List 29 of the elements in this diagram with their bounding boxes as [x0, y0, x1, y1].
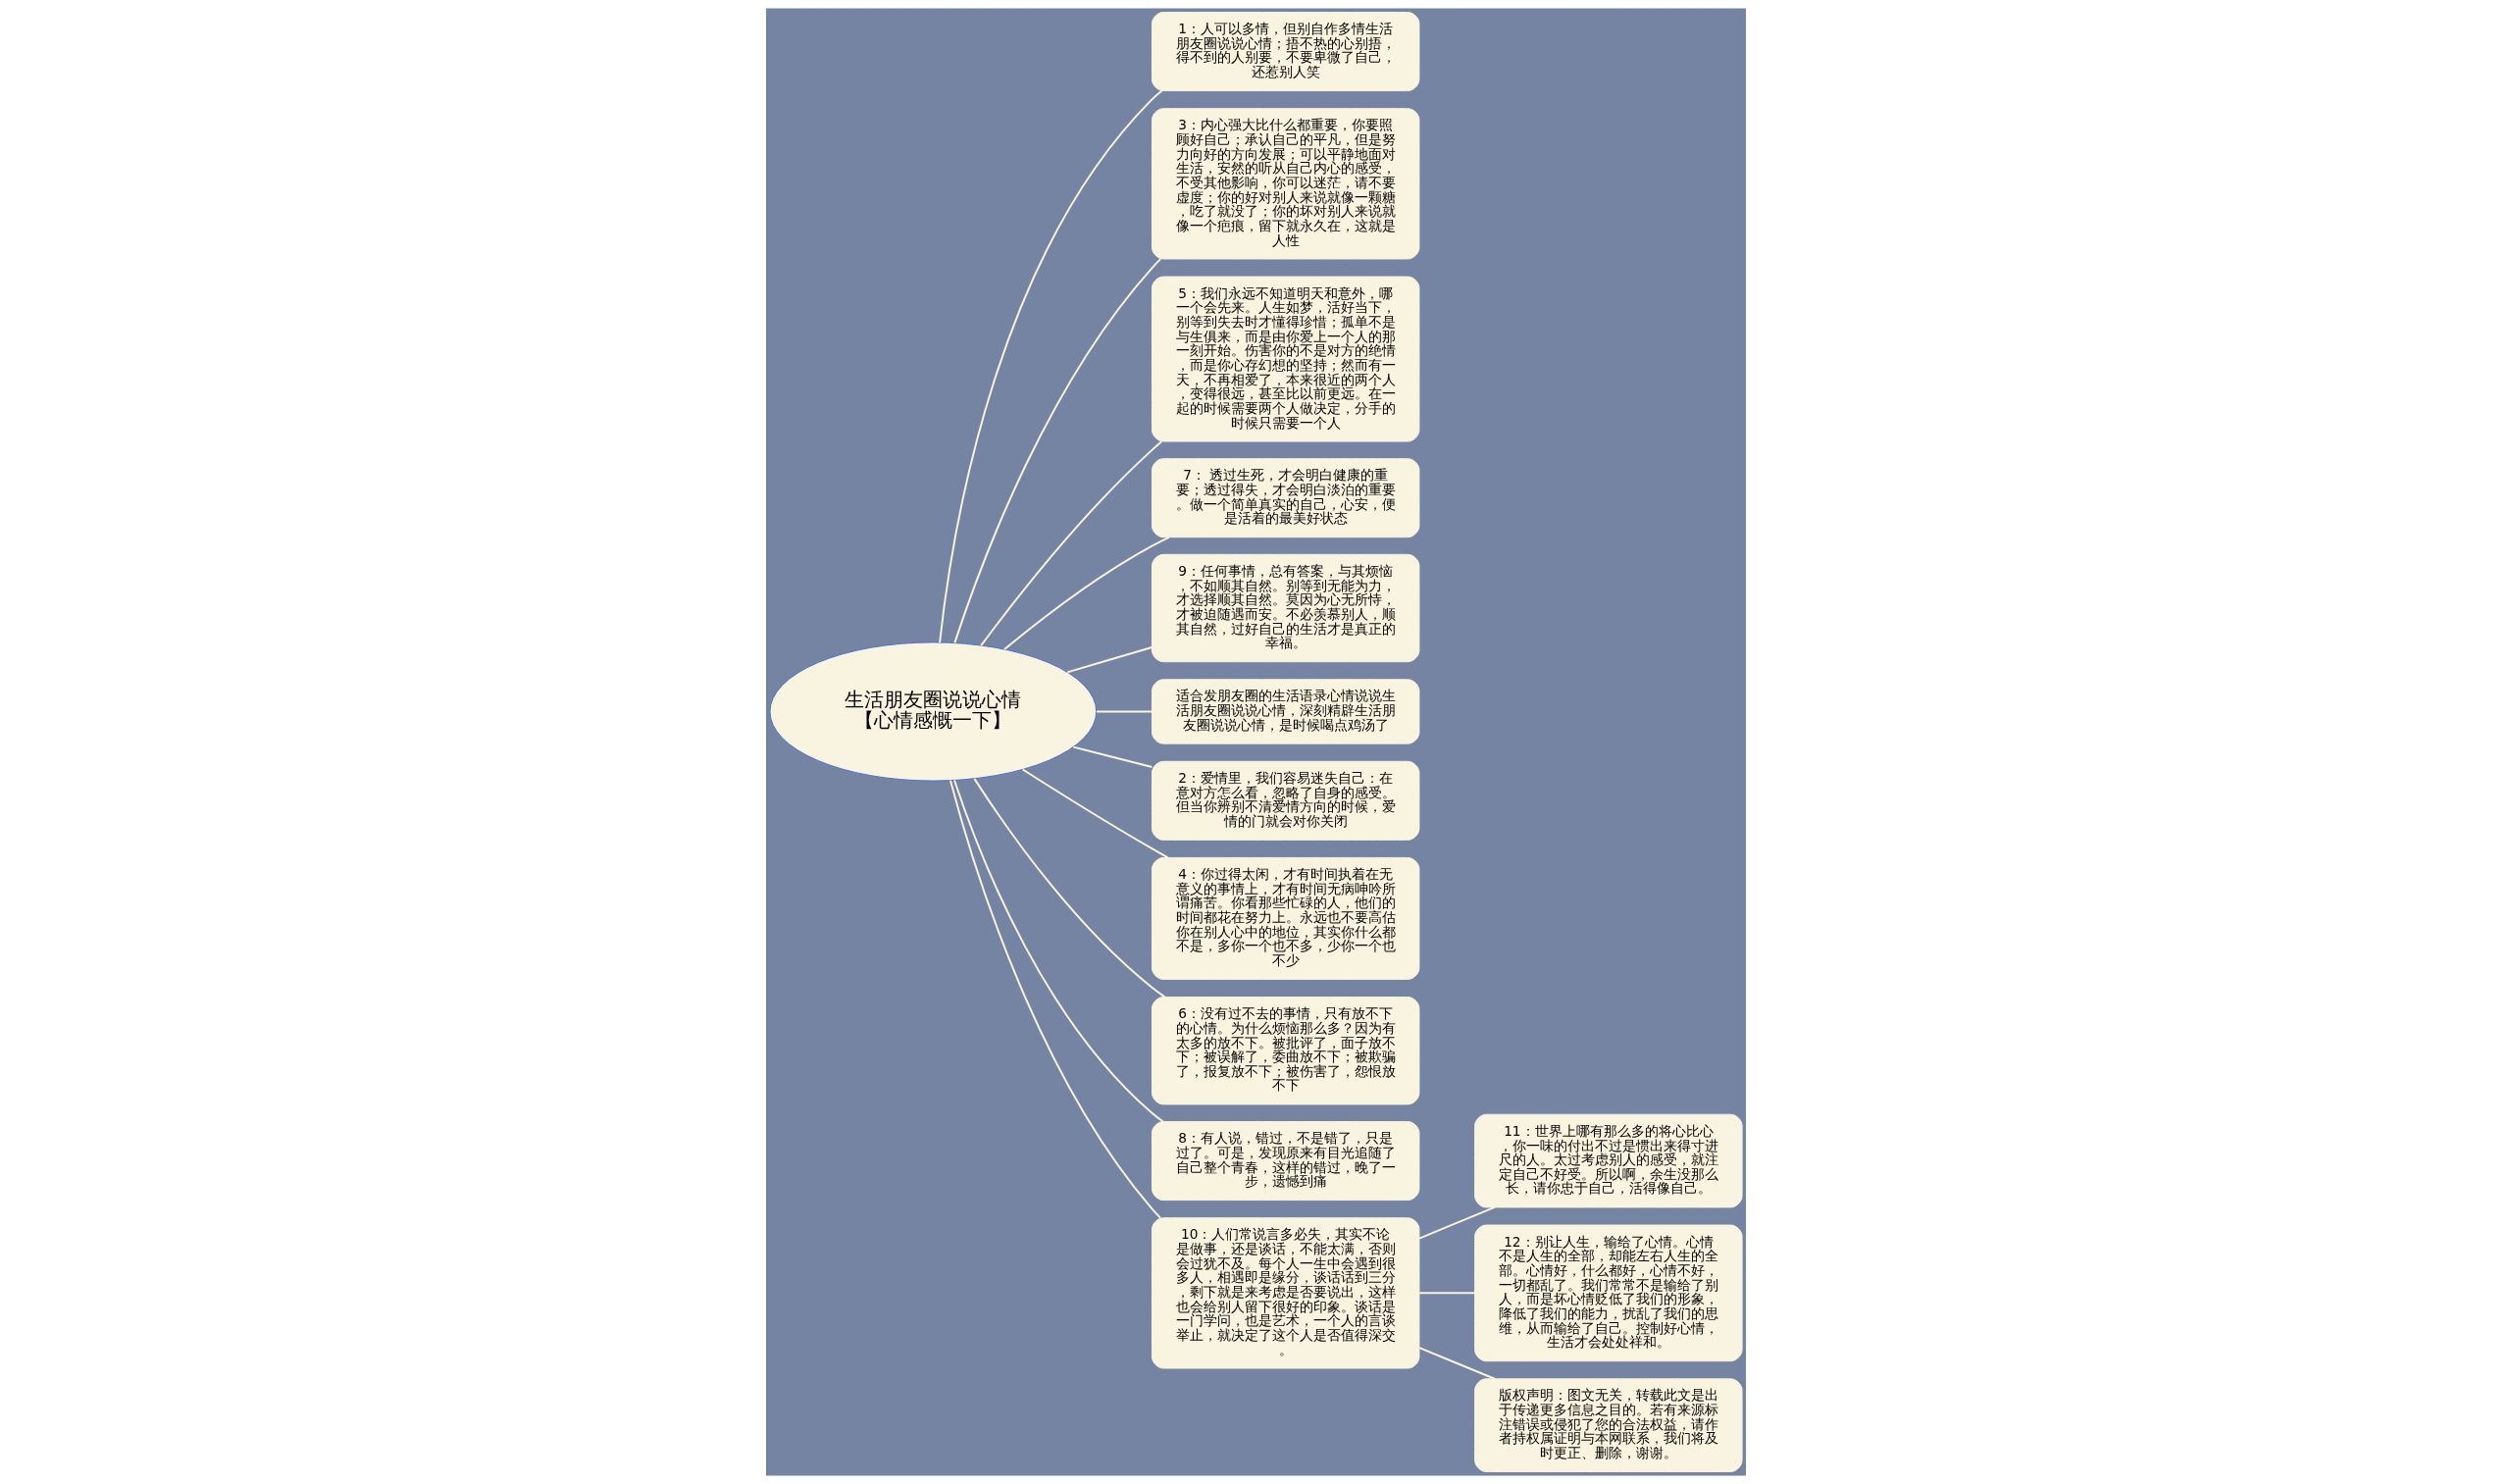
connector — [972, 777, 1165, 998]
connector — [1417, 1205, 1496, 1240]
connector — [938, 89, 1162, 644]
connector — [952, 258, 1161, 644]
node-box: 10：人们常说言多必失，其实不论是做事，还是谈话，不能太满，否则会过犹不及。每个人一生中会遇到很多人，相遇即是缘分，谈话话到三分，剩下就是来考虑是否要说出，这样也会给别人留下很好的印象。谈话是一门学问，也是艺术，一个人的言谈举止，就决定了这个人是否值得深交。 — [1151, 1217, 1419, 1369]
connector — [952, 779, 1164, 1123]
node-box: 8：有人说，错过，不是错了，只是过了。可是，发现原来有目光追随了自己整个青春，这样的错过，晚了一步，遗憾到痛 — [1151, 1121, 1419, 1202]
node-box: 适合发朋友圈的生活语录心情说说生活朋友圈说说心情，深刻精辟生活朋友圈说说心情，是时候喝点鸡汤了 — [1151, 679, 1419, 744]
node-ellipse: 生活朋友圈说说心情【心情感慨一下】 — [769, 641, 1097, 782]
connector — [1071, 745, 1153, 768]
connector — [948, 779, 1161, 1219]
node-box: 9：任何事情，总有答案，与其烦恼，不如顺其自然。别等到无能为力，才选择顺其自然。莫因为心无所恃，才被迫随遇而安。不必羡慕别人，顺其自然，过好自己的生活才是真正的幸福。 — [1151, 553, 1419, 663]
node-box: 11：世界上哪有那么多的将心比心，你一味的付出不过是惯出来得寸进尺的人。太过考虑别人的感受，就注定自己不好受。所以啊，余生没那么长，请你忠于自己，活得像自己。 — [1473, 1113, 1743, 1208]
connector — [1002, 536, 1170, 650]
connector — [1065, 645, 1153, 674]
node-box: 版权声明：图文无关，转载此文是出于传递更多信息之目的。若有来源标注错误或侵犯了您的合法权益，请作者持权属证明与本网联系，我们将及时更正、删除，谢谢。 — [1473, 1378, 1743, 1472]
connector — [1021, 768, 1169, 859]
connector — [979, 440, 1162, 647]
node-box: 12：别让人生，输给了心情。心情不是人生的全部，却能左右人生的全部。心情好，什么都好，心情不好，一切都乱了。我们常常不是输给了别人，而是坏心情贬低了我们的形象，降低了我们的能力，扰乱了我们的思维，从而输给了自己。控制好心情，生活才会处处祥和。 — [1473, 1224, 1743, 1362]
node-box: 1：人可以多情，但别自作多情生活朋友圈说说心情；捂不热的心别捂，得不到的人别要，不要卑微了自己，还惹别人笑 — [1151, 12, 1419, 92]
connector — [1417, 1347, 1496, 1380]
node-box: 3：内心强大比什么都重要，你要照顾好自己；承认自己的平凡，但是努力向好的方向发展；可以平静地面对生活，安然的听从自己内心的感受，不受其他影响，你可以迷茫，请不要虚度；你的好对别人来说就像一颗糖，吃了就没了；你的坏对别人来说就像一个疤痕，留下就永久在，这就是人性 — [1151, 108, 1419, 260]
node-box: 4：你过得太闲，才有时间执着在无意义的事情上，才有时间无病呻吟所谓痛苦。你看那些忙碌的人，他们的时间都花在努力上。永远也不要高估你在别人心中的地位，其实你什么都不是，多你一个也不多，少你一个也不少 — [1151, 856, 1419, 980]
node-box: 2：爱情里，我们容易迷失自己：在意对方怎么看，忽略了自身的感受。但当你辨别不清爱情方向的时候，爱情的门就会对你关闭 — [1151, 760, 1419, 841]
node-box: 6：没有过不去的事情，只有放不下的心情。为什么烦恼那么多？因为有太多的放不下。被批评了，面子放不下；被误解了，委曲放不下；被欺骗了，报复放不下；被伤害了，怨恨放不下 — [1151, 997, 1419, 1105]
connector — [1095, 710, 1153, 713]
node-box: 5：我们永远不知道明天和意外，哪一个会先来。人生如梦，活好当下，别等到失去时才懂得珍惜；孤单不是与生俱来，而是由你爱上一个人的那一刻开始。伤害你的不是对方的绝情，而是你心存幻想的坚持；然而有一天，不再相爱了，本来很近的两个人，变得很远，甚至比以前更远。在一起的时候需要两个人做决定，分手的时候只需要一个人 — [1151, 276, 1419, 442]
connector — [1417, 1292, 1475, 1295]
node-box: 7： 透过生死，才会明白健康的重要；透过得失，才会明白淡泊的重要。做一个简单真实的自己，心安，便是活着的最美好状态 — [1151, 458, 1419, 538]
